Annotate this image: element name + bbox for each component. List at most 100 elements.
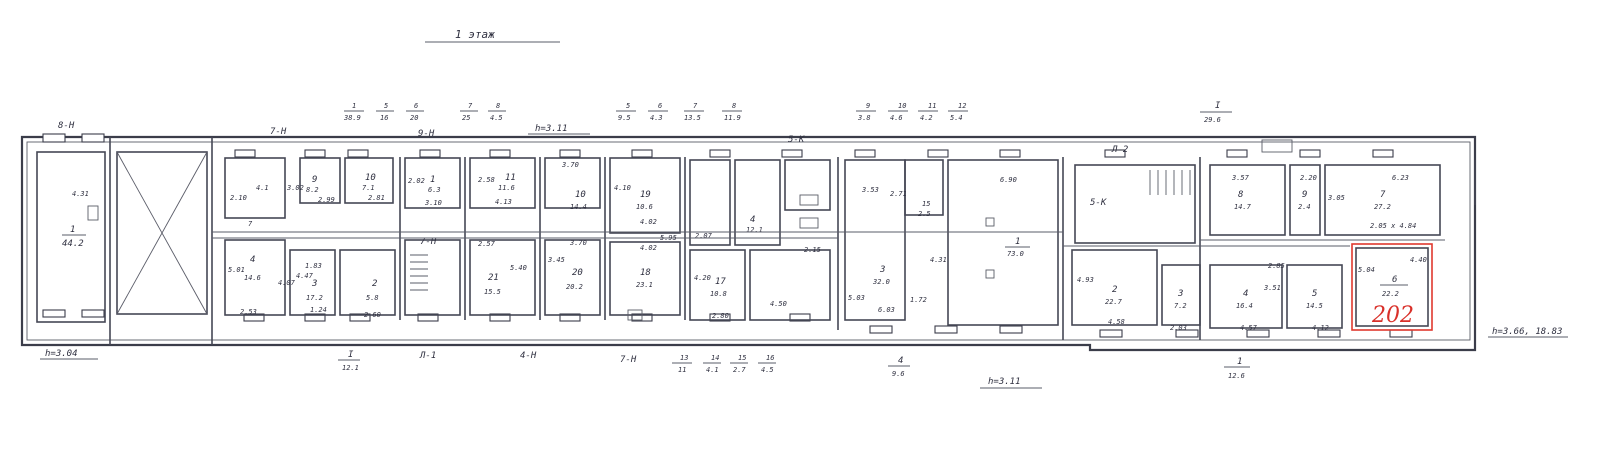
svg-text:2.71: 2.71: [890, 190, 907, 198]
fraction-label: I 29.6: [1200, 101, 1232, 124]
svg-text:14.5: 14.5: [1306, 302, 1323, 310]
svg-text:2.85: 2.85: [1268, 262, 1285, 270]
svg-text:3.02: 3.02: [286, 184, 304, 192]
svg-text:20.2: 20.2: [566, 283, 583, 291]
svg-text:4-Н: 4-Н: [520, 351, 537, 361]
fraction-label: 15 2.7: [730, 354, 748, 374]
svg-text:2.5: 2.5: [918, 210, 931, 218]
svg-text:2.60: 2.60: [364, 311, 381, 319]
svg-text:12.1: 12.1: [342, 364, 359, 372]
svg-text:7-Н: 7-Н: [270, 127, 287, 137]
svg-text:2.02: 2.02: [408, 177, 425, 185]
svg-text:5.04: 5.04: [1358, 266, 1375, 274]
svg-text:3.53: 3.53: [861, 186, 879, 194]
svg-text:1.72: 1.72: [910, 296, 927, 304]
room-group-g: 3 32.0 5.03 3.53 2.71 6.03 1.72 15 2.5 6…: [844, 159, 1059, 326]
svg-text:4: 4: [1243, 289, 1248, 299]
fraction-label: 13 11: [672, 354, 692, 374]
svg-text:7: 7: [1380, 190, 1386, 200]
svg-text:21: 21: [488, 273, 499, 283]
svg-text:4.93: 4.93: [1077, 276, 1094, 284]
svg-text:2: 2: [1112, 285, 1117, 295]
svg-text:4: 4: [250, 255, 255, 265]
svg-text:8: 8: [496, 102, 500, 110]
svg-text:8.2: 8.2: [306, 186, 319, 194]
fraction-label: 12 5.4: [948, 102, 968, 122]
top-windows: [42, 133, 1394, 158]
svg-text:16: 16: [766, 354, 774, 362]
svg-text:1: 1: [1015, 237, 1020, 247]
svg-text:2.10: 2.10: [230, 194, 247, 202]
svg-text:5: 5: [626, 102, 630, 110]
svg-text:11.6: 11.6: [498, 184, 515, 192]
svg-text:5: 5: [384, 102, 388, 110]
svg-text:3: 3: [879, 265, 885, 275]
svg-text:10: 10: [365, 173, 376, 183]
svg-text:I: I: [348, 350, 354, 360]
svg-text:6.23: 6.23: [1392, 174, 1409, 182]
svg-text:10.6: 10.6: [636, 203, 653, 211]
svg-text:15: 15: [738, 354, 746, 362]
svg-text:1.24: 1.24: [310, 306, 327, 314]
svg-text:10: 10: [575, 190, 586, 200]
room-group-d: 3.70 10 14.4 3.70 20 20.2 3.45: [544, 157, 601, 316]
svg-text:7: 7: [468, 102, 473, 110]
stair-labels: 8-Н 7-Н 9-Н 7-Н 5-К Л-1 4-Н 7-Н: [58, 121, 805, 365]
svg-text:13: 13: [680, 354, 688, 362]
top-fraction-labels: 1 38.9 5 16 6 20 7 25 8 4.5 5 9.5: [343, 101, 1232, 124]
svg-text:4.3: 4.3: [650, 114, 663, 122]
svg-text:4.2: 4.2: [920, 114, 933, 122]
fraction-label: 1 38.9: [343, 102, 364, 122]
svg-text:22.7: 22.7: [1105, 298, 1123, 306]
highlight-room-number: 202: [1371, 303, 1414, 328]
svg-text:2.7: 2.7: [733, 366, 746, 374]
svg-text:8: 8: [1238, 190, 1243, 200]
svg-text:4.13: 4.13: [495, 198, 512, 206]
svg-text:25: 25: [462, 114, 470, 122]
bottom-fraction-labels: I 12.1 13 11 14 4.1 15 2.7 16 4.5 4 9.6: [338, 350, 1250, 380]
svg-text:13.5: 13.5: [684, 114, 701, 122]
svg-text:9: 9: [1302, 190, 1307, 200]
fraction-label: 7 13.5: [684, 102, 704, 122]
svg-text:8-Н: 8-Н: [58, 121, 75, 131]
stair-block-l2: Л-2 5-К: [1074, 145, 1196, 244]
svg-text:9: 9: [866, 102, 870, 110]
svg-text:6: 6: [1392, 275, 1397, 285]
svg-text:2.53: 2.53: [240, 308, 257, 316]
svg-text:17: 17: [715, 277, 726, 287]
svg-text:20: 20: [410, 114, 418, 122]
svg-text:18: 18: [640, 268, 651, 278]
svg-text:4.12: 4.12: [1312, 324, 1329, 332]
room-group-b: 9 8.2 10 7.1 2.99 2.81 3.02: [286, 157, 394, 204]
svg-text:5.8: 5.8: [366, 294, 379, 302]
stair-steps: [410, 254, 428, 291]
svg-text:6: 6: [414, 102, 418, 110]
svg-text:7: 7: [693, 102, 698, 110]
room-group-c: 11 11.6 2.58 4.13 21 15.5 2.57 5.40: [469, 157, 536, 316]
highlighted-room: 4.40 5.04 6 22.2 202: [1351, 243, 1433, 331]
svg-text:3: 3: [311, 279, 317, 289]
svg-text:4.5: 4.5: [761, 366, 774, 374]
fraction-label: 14 4.1: [703, 354, 721, 374]
svg-text:3.8: 3.8: [857, 114, 871, 122]
fraction-label: 5 9.5: [616, 102, 636, 122]
stair-steps: [1149, 170, 1191, 195]
room-group-i: 8 14.7 3.57 9 2.4 2.20 7 27.2 6.23 3.05 …: [1209, 139, 1441, 236]
svg-text:14: 14: [711, 354, 719, 362]
svg-text:15.5: 15.5: [484, 288, 501, 296]
svg-text:2.20: 2.20: [1300, 174, 1317, 182]
svg-text:7-Н: 7-Н: [420, 237, 437, 247]
zone-walls: [109, 137, 1201, 345]
svg-text:1: 1: [352, 102, 356, 110]
svg-text:3.05: 3.05: [1327, 194, 1345, 202]
svg-text:3.70: 3.70: [561, 161, 579, 169]
svg-text:22.2: 22.2: [1382, 290, 1399, 298]
svg-text:5.03: 5.03: [848, 294, 865, 302]
svg-text:7-Н: 7-Н: [620, 355, 637, 365]
svg-text:5.40: 5.40: [510, 264, 527, 272]
fraction-label: 10 4.6: [888, 102, 908, 122]
svg-text:14.6: 14.6: [244, 274, 261, 282]
svg-text:5.01: 5.01: [228, 266, 245, 274]
svg-text:4: 4: [898, 356, 903, 366]
